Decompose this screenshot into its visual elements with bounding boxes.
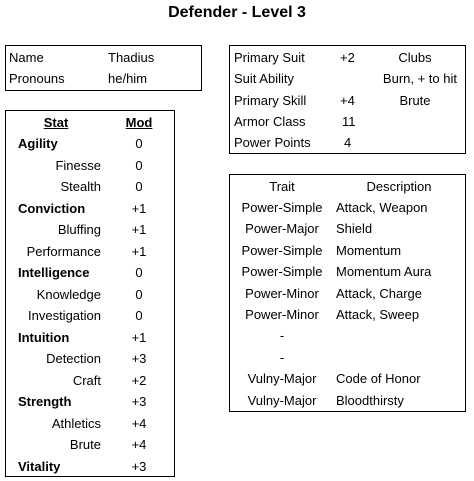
stat-mod-value: +3 bbox=[131, 394, 147, 409]
trait-type: Power-Simple bbox=[241, 242, 323, 258]
traits-table: Trait Description Power-Simple Attack, We… bbox=[229, 174, 466, 412]
trait-type: Power-Minor bbox=[245, 285, 319, 301]
trait-description: Attack, Weapon bbox=[336, 200, 428, 215]
stat-mod-value: +4 bbox=[131, 437, 147, 452]
trait-column-header: Trait bbox=[269, 179, 295, 194]
primary-skill-label: Primary Skill bbox=[234, 93, 307, 108]
page-title: Defender - Level 3 bbox=[168, 4, 306, 21]
name-label: Name bbox=[9, 50, 44, 65]
suit-box: Primary Suit +2 Clubs Suit Ability Burn,… bbox=[229, 45, 466, 154]
stat-attribute-name: Agility bbox=[18, 136, 58, 151]
trait-type: Vulny-Major bbox=[247, 371, 317, 387]
power-points-label: Power Points bbox=[234, 135, 311, 150]
trait-type: - bbox=[279, 349, 285, 365]
stat-attribute-name: Strength bbox=[18, 394, 72, 409]
stat-skill-name: Finesse bbox=[55, 157, 101, 173]
trait-type: Power-Minor bbox=[245, 307, 319, 322]
trait-description: Attack, Sweep bbox=[336, 307, 420, 322]
stat-skill-name: Bluffing bbox=[57, 222, 101, 237]
stat-attribute-name: Intuition bbox=[18, 329, 70, 345]
stat-skill-name: Detection bbox=[46, 351, 101, 366]
trait-type: Power-Simple bbox=[241, 264, 323, 280]
name-value: Thadius bbox=[108, 50, 155, 65]
description-column-header: Description bbox=[366, 179, 432, 194]
mod-column-header: Mod bbox=[125, 115, 153, 130]
suit-ability-extra: Burn, + to hit bbox=[382, 71, 457, 86]
trait-description: Momentum bbox=[336, 242, 402, 258]
stat-mod-value: +1 bbox=[131, 329, 147, 345]
stat-mod-value: +1 bbox=[131, 243, 147, 259]
trait-description: Shield bbox=[336, 221, 373, 237]
primary-suit-extra: Clubs bbox=[398, 50, 432, 65]
stat-mod-value: 0 bbox=[135, 265, 143, 280]
trait-description: Attack, Charge bbox=[336, 285, 422, 301]
stat-mod-value: +2 bbox=[131, 372, 147, 388]
stat-attribute-name: Intelligence bbox=[18, 265, 90, 280]
pronouns-label: Pronouns bbox=[9, 71, 65, 86]
primary-suit-value: +2 bbox=[340, 50, 355, 65]
stat-skill-name: Athletics bbox=[51, 415, 101, 431]
trait-type: - bbox=[279, 328, 285, 344]
primary-skill-extra: Brute bbox=[399, 93, 431, 108]
stat-mod-value: 0 bbox=[135, 136, 143, 151]
stat-skill-name: Brute bbox=[69, 437, 101, 452]
power-points-value: 4 bbox=[344, 135, 352, 150]
trait-type: Power-Major bbox=[245, 221, 319, 237]
stat-skill-name: Performance bbox=[26, 243, 101, 259]
stat-mod-value: +3 bbox=[131, 351, 147, 366]
identity-box: Name Thadius Pronouns he/him bbox=[5, 45, 202, 91]
stat-skill-name: Investigation bbox=[28, 308, 101, 323]
stat-mod-value: 0 bbox=[135, 157, 143, 173]
trait-description: Momentum Aura bbox=[336, 264, 432, 280]
stat-mod-value: +1 bbox=[131, 200, 147, 216]
trait-description: Bloodthirsty bbox=[336, 392, 404, 408]
trait-description: Code of Honor bbox=[336, 371, 421, 387]
stat-skill-name: Craft bbox=[72, 372, 101, 388]
armor-class-label: Armor Class bbox=[234, 114, 306, 129]
stat-mod-value: 0 bbox=[135, 286, 143, 302]
stat-attribute-name: Conviction bbox=[18, 200, 86, 216]
armor-class-value: 11 bbox=[342, 114, 356, 129]
pronouns-value: he/him bbox=[108, 71, 148, 86]
stat-skill-name: Knowledge bbox=[36, 286, 101, 302]
stat-mod-value: +1 bbox=[131, 222, 147, 237]
suit-ability-label: Suit Ability bbox=[234, 71, 294, 86]
stat-mod-value: +4 bbox=[131, 415, 147, 431]
stat-column-header: Stat bbox=[43, 115, 69, 130]
stat-mod-value: 0 bbox=[135, 179, 143, 194]
stat-attribute-name: Vitality bbox=[18, 458, 61, 474]
trait-type: Vulny-Major bbox=[247, 392, 317, 408]
stat-mod-value: 0 bbox=[135, 308, 143, 323]
primary-suit-label: Primary Suit bbox=[234, 50, 305, 65]
primary-skill-value: +4 bbox=[340, 93, 355, 108]
trait-type: Power-Simple bbox=[241, 200, 323, 215]
stat-skill-name: Stealth bbox=[60, 179, 101, 194]
stat-mod-value: +3 bbox=[131, 458, 147, 474]
